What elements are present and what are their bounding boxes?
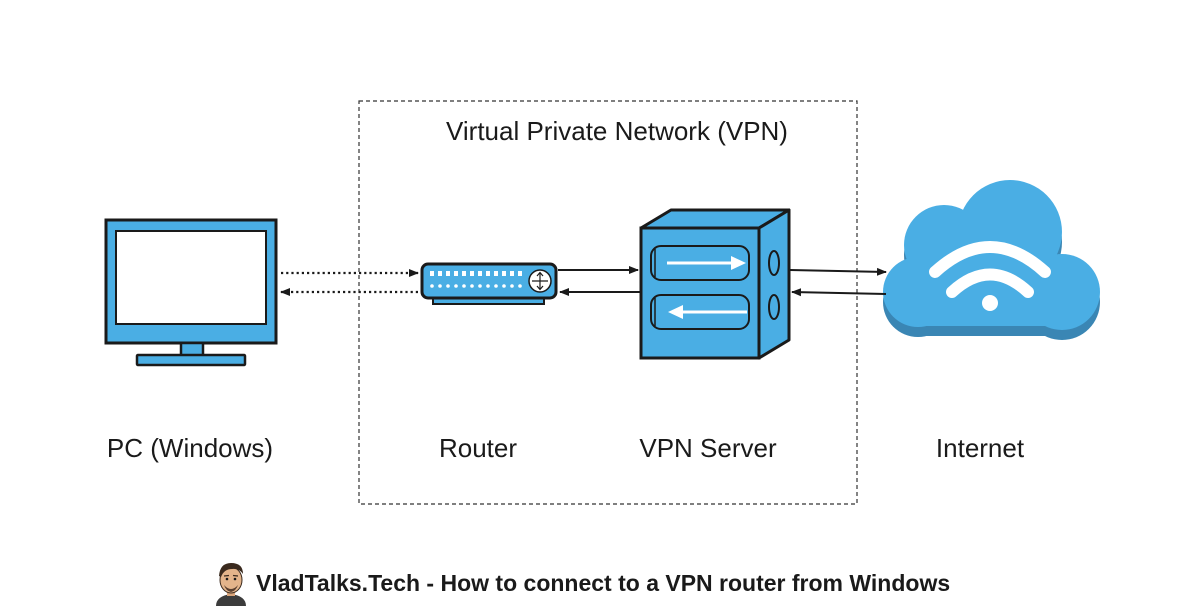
router-ports <box>430 271 522 288</box>
router-icon <box>420 262 558 305</box>
footer: VladTalks.Tech - How to connect to a VPN… <box>212 560 950 606</box>
footer-caption: VladTalks.Tech - How to connect to a VPN… <box>256 569 951 596</box>
avatar-icon <box>216 563 246 606</box>
edge-internet-to-vpn <box>791 288 887 297</box>
pc-label: PC (Windows) <box>106 433 274 463</box>
edge-vpn-to-internet <box>789 267 887 276</box>
cloud-wifi-icon <box>883 180 1100 340</box>
vpn-boundary <box>358 100 858 505</box>
router-label: Router <box>438 433 518 463</box>
vpn-title: Virtual Private Network (VPN) <box>446 116 788 146</box>
internet-label: Internet <box>935 433 1025 463</box>
vpn-server-label: VPN Server <box>639 433 777 463</box>
vpn-server-icon <box>639 208 791 360</box>
monitor-icon <box>104 218 278 367</box>
